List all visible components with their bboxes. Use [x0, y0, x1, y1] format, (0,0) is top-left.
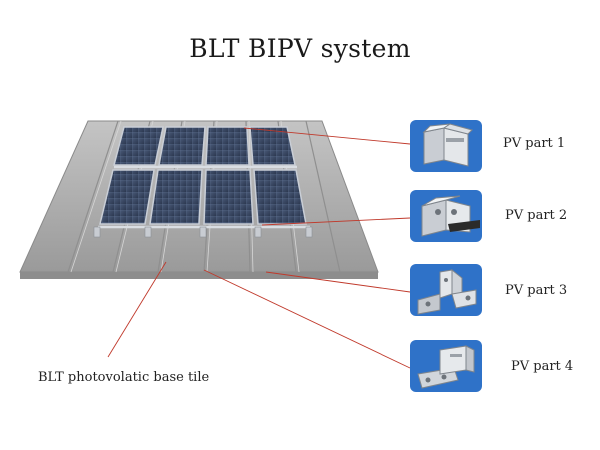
solar-panel	[99, 169, 155, 225]
pv-part-4-label: PV part 4	[511, 359, 574, 374]
solar-panel	[249, 126, 296, 166]
pv-part-3-label: PV part 3	[505, 283, 568, 298]
solar-panel	[158, 126, 206, 166]
solar-panel	[205, 126, 250, 166]
clamp-rail-icon	[422, 123, 473, 167]
solar-panel	[253, 169, 307, 225]
l-bracket-icon	[417, 345, 475, 389]
pv-part-2-image	[410, 190, 482, 242]
rail-feet	[93, 226, 313, 238]
pv-part-2-label: PV part 2	[505, 208, 568, 223]
pv-part-4-image	[410, 340, 482, 392]
hook-bracket-icon	[417, 268, 477, 315]
pv-part-1-label: PV part 1	[503, 136, 566, 151]
solar-panel	[203, 169, 254, 225]
pv-part-3-image	[410, 264, 482, 316]
base-tile-label: BLT photovolatic base tile	[38, 370, 210, 385]
solar-panel	[113, 126, 164, 166]
solar-panels	[99, 126, 307, 225]
solar-panel	[149, 169, 203, 225]
pv-part-1-image	[410, 120, 482, 172]
roof-edge	[20, 272, 378, 279]
mid-clamp-icon	[421, 195, 480, 237]
page-title: BLT BIPV system	[189, 34, 411, 63]
leader-lines	[107, 127, 411, 369]
